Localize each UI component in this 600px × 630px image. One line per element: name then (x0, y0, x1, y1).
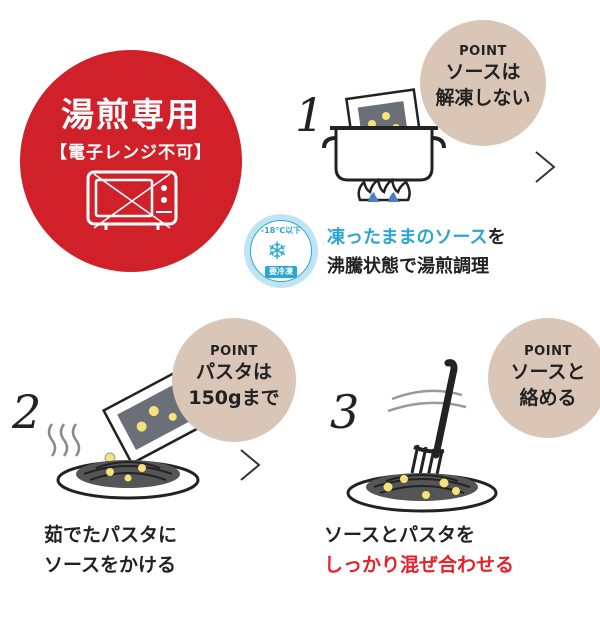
microwave-crossed-icon (86, 170, 178, 230)
step-number-2: 2 (12, 385, 42, 439)
pot-on-flame-icon (322, 88, 446, 202)
frozen-icon-top: -18℃以下 (260, 226, 302, 235)
step2-caption-line1: 茹でたパスタに (44, 524, 178, 546)
point-text-line: ソースは (445, 61, 521, 83)
snowflake-icon: ❄ (267, 237, 288, 265)
point-text-line: パスタは (195, 361, 272, 383)
point-bubble-2: POINT パスタは 150gまで (172, 318, 296, 442)
frozen-icon-bottom: 要冷凍 (269, 267, 293, 276)
chevron-right-icon (237, 448, 263, 486)
steam-icon (47, 423, 81, 457)
point-text-line: 解凍しない (435, 87, 531, 109)
step1-caption-line2: 沸騰状態で湯煎調理 (327, 256, 489, 277)
step3-caption-line1: ソースとパスタを (324, 524, 476, 546)
step2-caption: 茹でたパスタに ソースをかける (44, 520, 204, 580)
badge-title: 湯煎専用 (61, 95, 201, 134)
point-label: POINT (459, 44, 507, 59)
step-number-1: 1 (295, 88, 325, 142)
badge-subtitle: 【電子レンジ不可】 (50, 143, 212, 163)
microwave-prohibited-badge: 湯煎専用 【電子レンジ不可】 (20, 50, 242, 272)
step-number-3: 3 (330, 385, 360, 439)
point-text-line: 絡める (519, 387, 577, 409)
step2-caption-line2: ソースをかける (44, 554, 177, 576)
point-bubble-1: POINT ソースは 解凍しない (420, 20, 546, 146)
point-label: POINT (524, 344, 572, 359)
caption-particle: を (487, 227, 506, 248)
point-text-line: ソースと (510, 361, 586, 383)
step1-caption-line1: 凍ったままのソースを (327, 223, 506, 253)
point-bubble-3: POINT ソースと 絡める (488, 318, 600, 438)
step3-caption-line2: しっかり混ぜ合わせる (324, 554, 515, 576)
step3-caption: ソースとパスタを しっかり混ぜ合わせる (324, 520, 554, 580)
frozen-label-icon: -18℃以下 ❄ 要冷凍 (244, 214, 318, 288)
point-label: POINT (210, 344, 258, 359)
point-text-line: 150gまで (188, 387, 280, 409)
frozen-sauce-text: 凍ったままのソース (327, 227, 488, 248)
fork-twirl-icon (346, 359, 498, 513)
chevron-right-icon (532, 150, 558, 188)
